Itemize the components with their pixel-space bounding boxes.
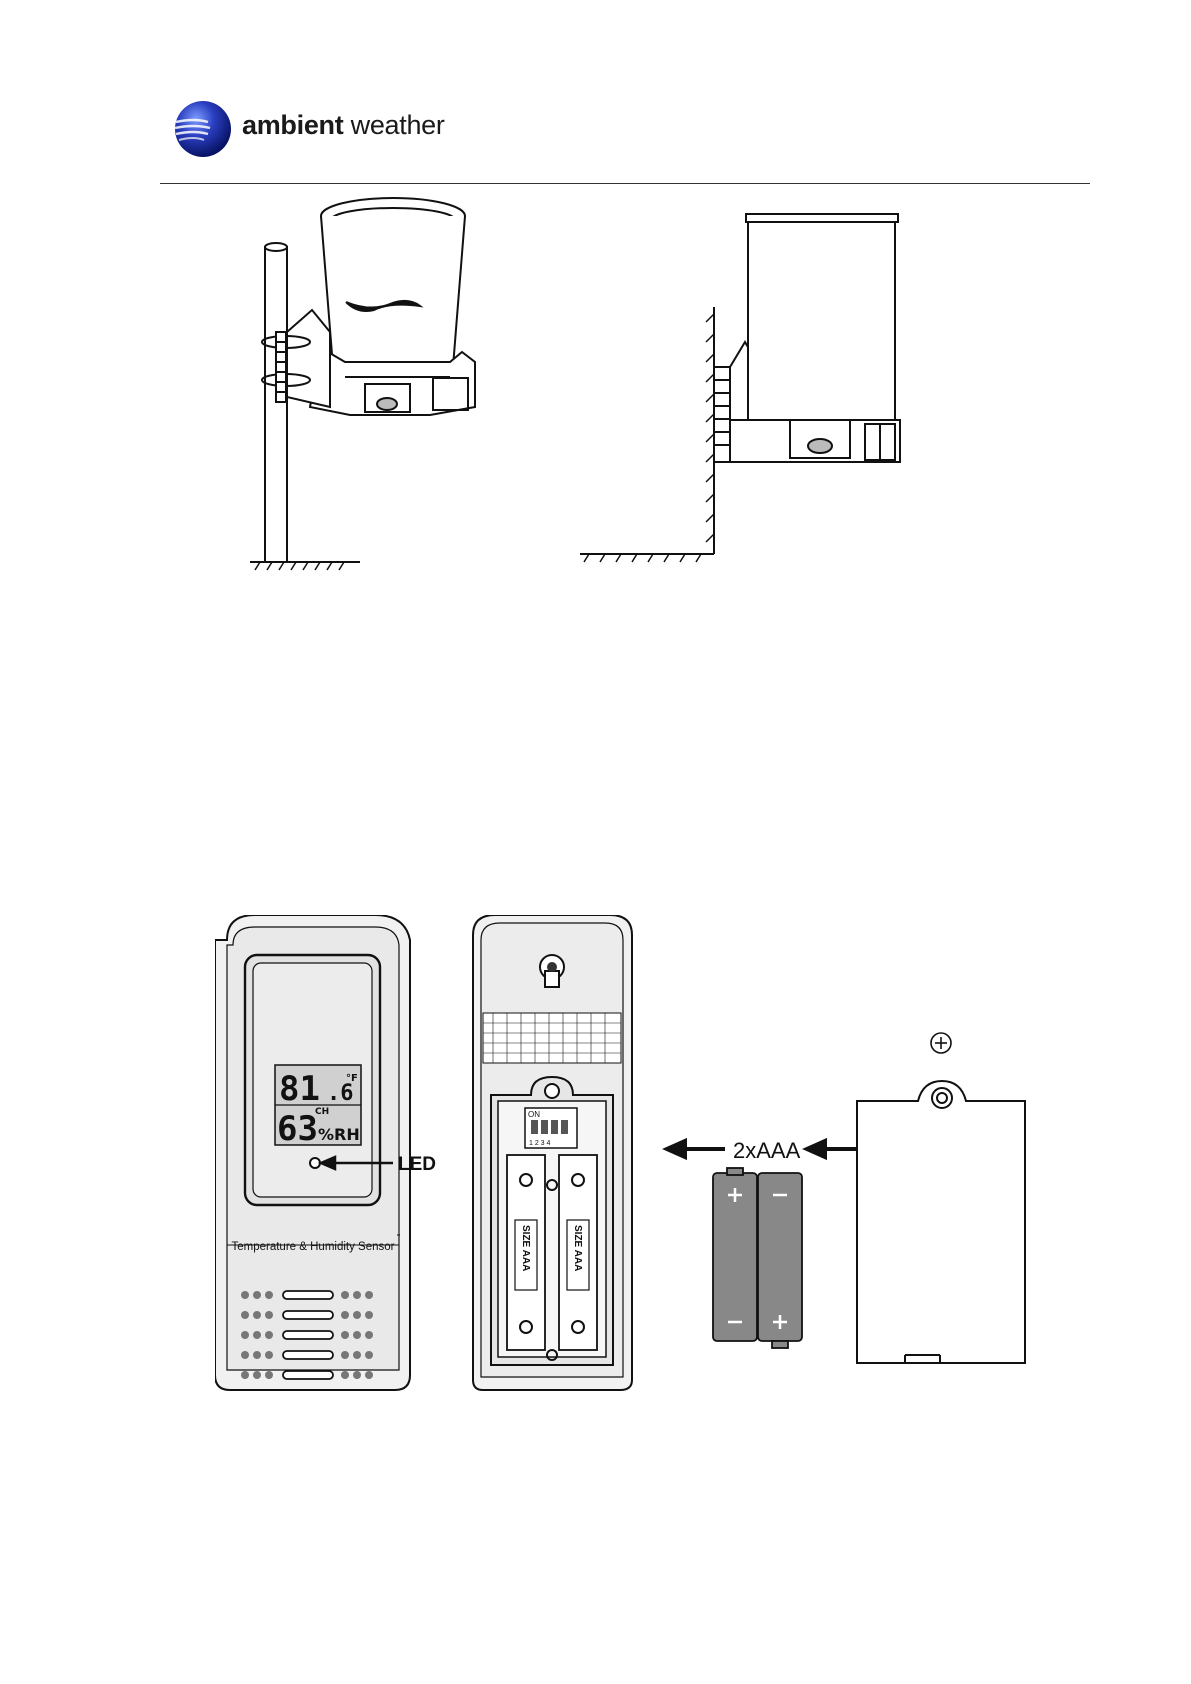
lcd-temperature: 81 [279,1069,320,1109]
sensor-label: Temperature & Humidity Sensor [232,1241,395,1253]
lcd-temperature-decimal: .6 [327,1081,354,1106]
page-header: ambient weather [160,94,1090,184]
screw-icon [931,1033,951,1053]
sensor-battery-illustration: 81 .6 °F CH 63 %RH LED Temperature & Hum… [215,915,1045,1405]
battery-label: 2xAAA [733,1138,801,1163]
sensor-back-icon [473,915,632,1390]
dip-on-label: ON [528,1110,540,1119]
ambient-weather-globe-icon [174,100,232,158]
header-divider [160,183,1090,184]
battery-marking-1: SIZE AAA [520,1225,531,1271]
pole-mount-rain-gauge-icon [250,198,475,570]
rain-gauge-mounting-figure [250,192,990,582]
lcd-temperature-unit: °F [346,1073,358,1084]
wall-mount-rain-gauge-icon [580,214,900,562]
sensor-battery-figure: 81 .6 °F CH 63 %RH LED Temperature & Hum… [215,915,1045,1405]
battery-door-icon [857,1081,1025,1363]
brand-regular: weather [351,110,445,140]
dip-numbers: 1 2 3 4 [529,1140,551,1147]
brand-bold: ambient [242,110,343,140]
lcd-humidity: 63 [277,1109,318,1149]
led-label: LED [398,1154,436,1175]
battery-marking-2: SIZE AAA [572,1225,583,1271]
brand-name: ambient weather [242,110,445,141]
lcd-humidity-unit: %RH [318,1125,360,1144]
aaa-battery-icon [713,1168,802,1348]
sensor-front-icon [215,915,410,1390]
rain-gauge-mounting-illustration [250,192,990,582]
